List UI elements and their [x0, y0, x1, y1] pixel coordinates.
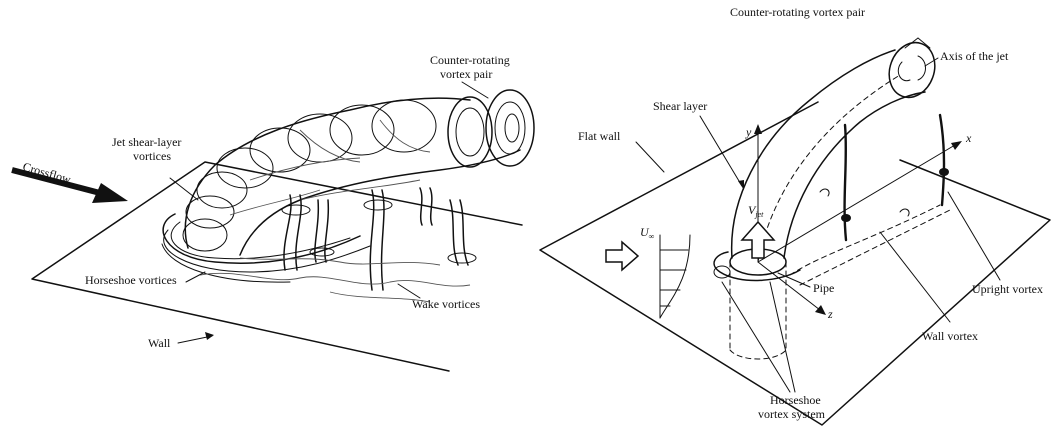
wake-vortices-label: Wake vortices: [412, 297, 480, 311]
crossflow-profile: [606, 235, 690, 318]
right-counter-rotating-label: Counter-rotating vortex pair: [730, 5, 865, 19]
upright-vortex-label: Upright vortex: [972, 282, 1043, 296]
right-upright-vortices: [820, 115, 949, 240]
wall-vortex-label: Wall vortex: [922, 329, 978, 343]
x-axis-label: x: [965, 131, 972, 145]
horseshoe-system-label-line1: Horseshoe: [770, 393, 821, 407]
v-jet-subscript: jet: [754, 210, 764, 219]
horseshoe-system-label-line2: vortex system: [758, 407, 826, 421]
left-counter-rotating-pair: [448, 90, 534, 167]
horseshoe-vortices-label: Horseshoe vortices: [85, 273, 177, 287]
pipe: [730, 249, 786, 359]
jet-shear-layer-vortices: [183, 98, 520, 255]
axis-of-jet-label: Axis of the jet: [940, 49, 1009, 63]
flat-wall-label: Flat wall: [578, 129, 621, 143]
y-axis-label: y: [745, 125, 752, 139]
z-axis-label: z: [827, 307, 833, 321]
right-figure: y x z Vjet: [540, 5, 1050, 425]
jet-shear-layer-label-line1: Jet shear-layer: [112, 135, 181, 149]
right-wall-plane: [540, 102, 1050, 425]
counter-rotating-pair-label-line1: Counter-rotating: [430, 53, 510, 67]
pipe-label: Pipe: [813, 281, 834, 295]
counter-rotating-pair-label-line2: vortex pair: [440, 67, 492, 81]
crossflow-label: Crossflow: [21, 159, 73, 186]
wall-label: Wall: [148, 336, 171, 350]
jet-shear-layer-label-line2: vortices: [133, 149, 171, 163]
shear-layer-label: Shear layer: [653, 99, 707, 113]
v-jet-label: Vjet: [748, 203, 764, 219]
u-inf-subscript: ∞: [649, 232, 655, 241]
v-jet-arrow: [742, 222, 774, 258]
u-inf-label: U∞: [640, 225, 655, 241]
left-figure: Crossflow: [12, 53, 534, 371]
right-wall-vortex: [790, 205, 950, 285]
